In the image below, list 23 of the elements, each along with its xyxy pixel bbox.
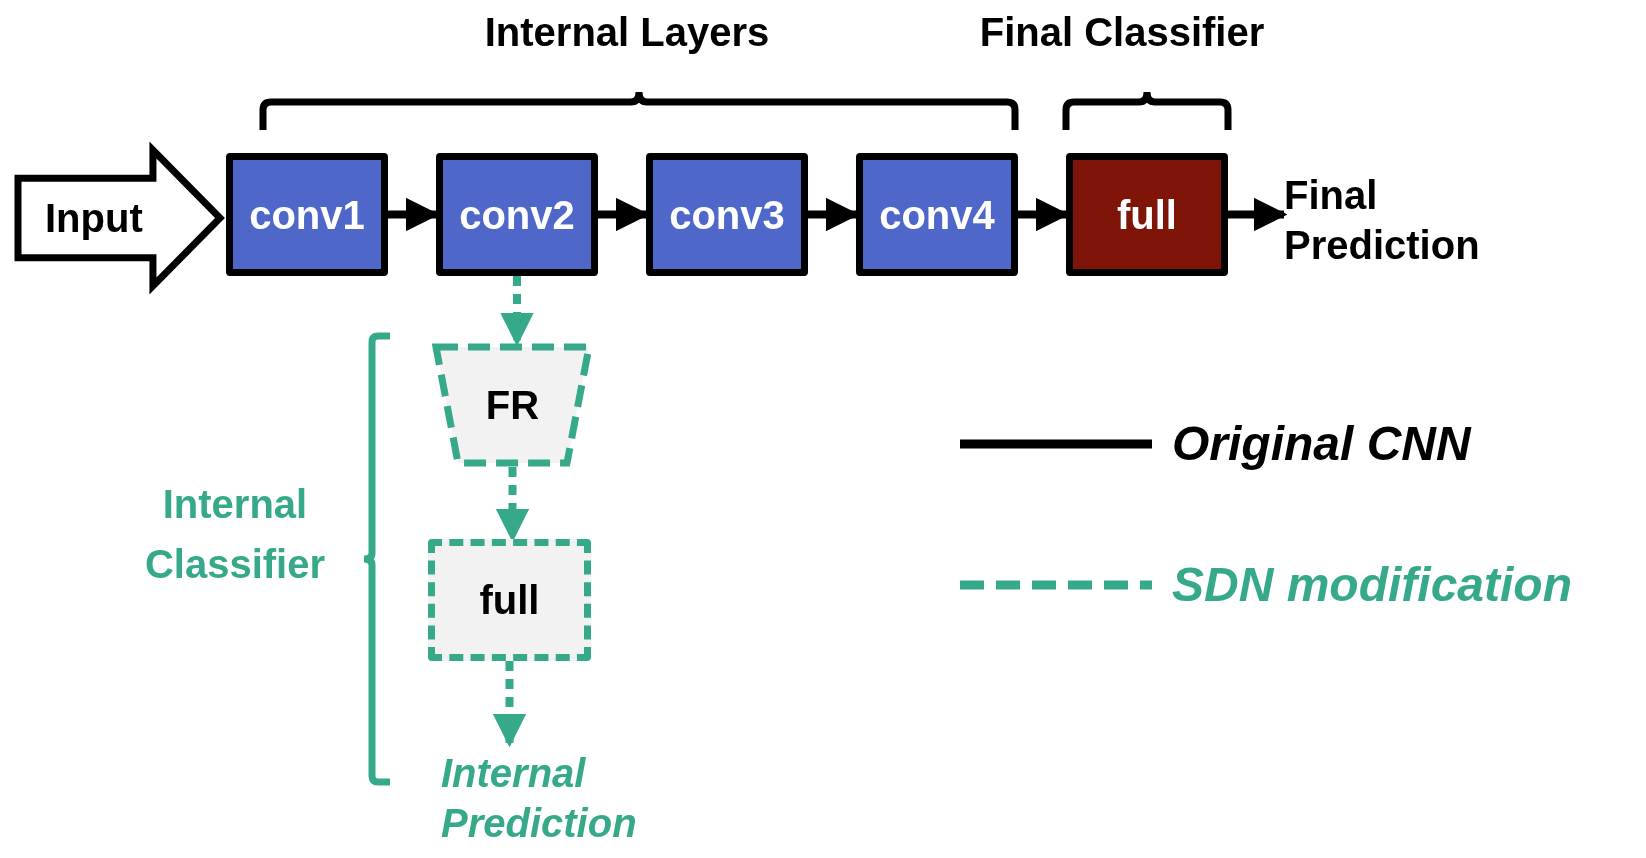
box-label: FR	[485, 382, 540, 429]
layer-box	[436, 153, 598, 276]
box-label: conv3	[669, 191, 785, 239]
group-label: Internal Classifier	[143, 481, 327, 588]
box-label: full	[1117, 191, 1177, 239]
legend-label: Original CNN	[1172, 416, 1471, 472]
layer-box	[856, 153, 1018, 276]
group-label: Final Classifier	[978, 9, 1266, 56]
box-label: conv4	[879, 191, 995, 239]
output-label: Internal Prediction	[441, 750, 638, 847]
legend-label: SDN modification	[1172, 557, 1572, 613]
arrow	[492, 661, 527, 748]
output-label: Final Prediction	[1284, 172, 1481, 269]
classifier-box	[1066, 153, 1228, 276]
layer-box	[226, 153, 388, 276]
arrow	[1228, 197, 1288, 232]
layer-box	[646, 153, 808, 276]
box-label: full	[479, 577, 540, 624]
box-label: conv1	[249, 191, 365, 239]
box-label: Input	[45, 195, 143, 242]
box-label: conv2	[459, 191, 575, 239]
classifier-box	[428, 539, 591, 661]
group-label: Internal Layers	[483, 9, 771, 56]
